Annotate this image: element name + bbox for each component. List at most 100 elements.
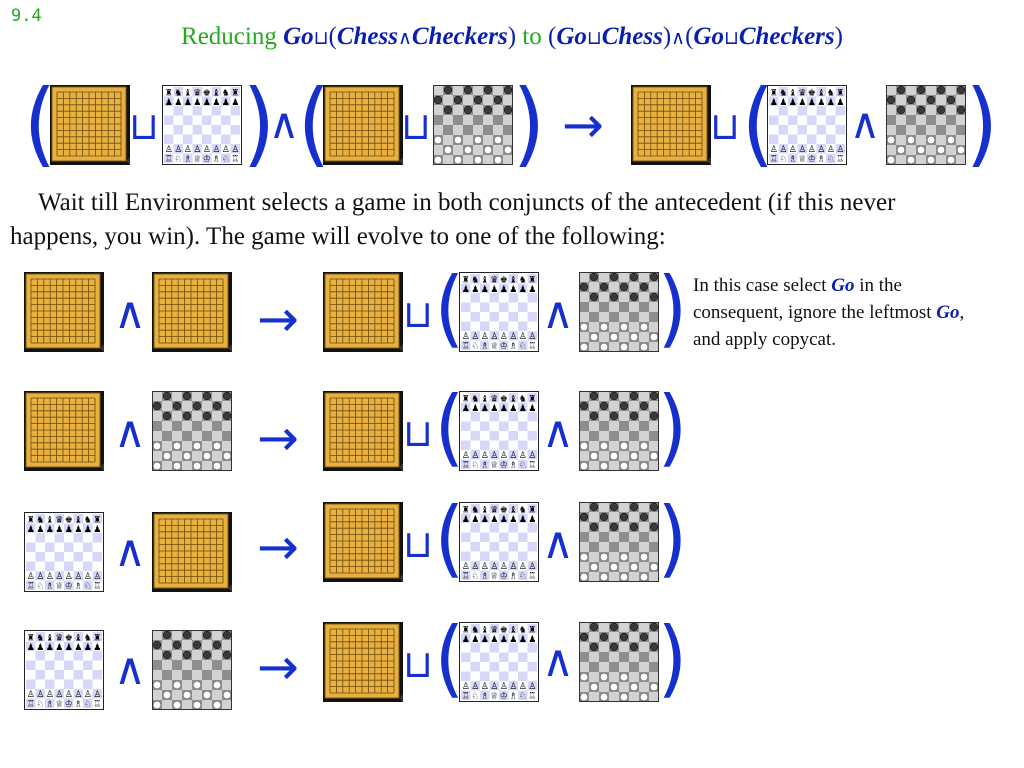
svg-text:♞: ♞ [779,89,787,99]
go-board-icon [323,85,403,165]
and-operator: ∧ [113,288,147,339]
svg-text:♖: ♖ [231,155,239,165]
svg-text:♙: ♙ [481,332,489,342]
svg-text:♙: ♙ [193,145,201,155]
title-open-paren: ( [547,23,557,50]
svg-text:♜: ♜ [462,276,470,286]
svg-text:♛: ♛ [798,89,806,99]
checkers-board-graphic [433,85,513,165]
svg-text:♟: ♟ [65,643,73,653]
svg-text:♖: ♖ [528,342,536,352]
go-board-graphic [152,272,232,352]
svg-text:♙: ♙ [836,145,844,155]
svg-text:♘: ♘ [84,700,92,710]
svg-text:♟: ♟ [27,525,35,535]
svg-text:♗: ♗ [817,155,825,165]
svg-text:♟: ♟ [770,98,778,108]
svg-text:♗: ♗ [481,461,489,471]
go-board-graphic [323,502,403,582]
svg-text:♙: ♙ [84,690,92,700]
svg-text:♖: ♖ [528,692,536,702]
svg-text:♕: ♕ [55,582,63,592]
svg-text:♙: ♙ [500,451,508,461]
svg-text:♟: ♟ [55,525,63,535]
svg-text:♖: ♖ [462,342,470,352]
svg-text:♜: ♜ [93,516,101,526]
svg-text:♙: ♙ [770,145,778,155]
svg-text:♙: ♙ [93,572,101,582]
svg-text:♙: ♙ [490,682,498,692]
svg-text:♙: ♙ [509,682,517,692]
svg-text:♛: ♛ [55,516,63,526]
svg-text:♗: ♗ [481,572,489,582]
go-board-icon [50,85,130,165]
svg-text:♜: ♜ [528,276,536,286]
instruction-paragraph: Wait till Environment selects a game in … [10,189,896,250]
svg-text:♝: ♝ [789,89,797,99]
svg-text:♘: ♘ [827,155,835,165]
svg-text:♚: ♚ [65,634,73,644]
title-close-paren: ) [834,23,843,50]
svg-text:♝: ♝ [817,89,825,99]
svg-text:♘: ♘ [174,155,182,165]
formula-close-paren: ) [965,70,999,177]
svg-text:♜: ♜ [462,626,470,636]
svg-text:♘: ♘ [519,342,527,352]
svg-text:♟: ♟ [500,515,508,525]
chess-board-icon: ♜♟♙♖♞♟♙♘♝♟♙♗♛♟♙♕♚♟♙♔♝♟♙♗♞♟♙♘♜♟♙♖ [459,272,539,352]
svg-text:♟: ♟ [836,98,844,108]
svg-text:♝: ♝ [184,89,192,99]
svg-text:♟: ♟ [490,404,498,414]
svg-text:♙: ♙ [798,145,806,155]
choice-operator: ⊔ [403,522,433,566]
and-operator: ∧ [113,407,147,458]
svg-text:♞: ♞ [471,626,479,636]
svg-text:♜: ♜ [462,506,470,516]
svg-text:♟: ♟ [84,643,92,653]
svg-text:♜: ♜ [528,506,536,516]
svg-text:♔: ♔ [65,700,73,710]
chess-board-graphic: ♜♟♙♖♞♟♙♘♝♟♙♗♛♟♙♕♚♟♙♔♝♟♙♗♞♟♙♘♜♟♙♖ [459,272,539,352]
and-operator: ∧ [541,407,575,458]
title-choice-operator: ⊔ [586,27,602,49]
svg-text:♟: ♟ [74,643,82,653]
svg-text:♟: ♟ [481,285,489,295]
svg-text:♔: ♔ [203,155,211,165]
title-text-reducing: Reducing [181,23,277,50]
go-board-icon [631,85,711,165]
note-text: , and apply copycat. [693,302,965,350]
svg-text:♗: ♗ [509,572,517,582]
svg-text:♔: ♔ [65,582,73,592]
chess-board-icon: ♜♟♙♖♞♟♙♘♝♟♙♗♛♟♙♕♚♟♙♔♝♟♙♗♞♟♙♘♜♟♙♖ [459,502,539,582]
svg-text:♔: ♔ [808,155,816,165]
svg-text:♙: ♙ [36,690,44,700]
svg-text:♟: ♟ [519,515,527,525]
svg-text:♕: ♕ [193,155,201,165]
svg-text:♝: ♝ [509,626,517,636]
svg-text:♝: ♝ [481,395,489,405]
svg-text:♘: ♘ [471,572,479,582]
svg-text:♟: ♟ [231,98,239,108]
svg-text:♙: ♙ [471,682,479,692]
svg-text:♙: ♙ [74,690,82,700]
svg-text:♟: ♟ [519,285,527,295]
svg-text:♙: ♙ [74,572,82,582]
svg-text:♘: ♘ [519,692,527,702]
choice-operator: ⊔ [129,104,159,148]
svg-text:♙: ♙ [65,690,73,700]
go-board-icon [152,272,232,352]
svg-text:♟: ♟ [528,285,536,295]
svg-text:♟: ♟ [481,515,489,525]
chess-board-graphic: ♜♟♙♖♞♟♙♘♝♟♙♗♛♟♙♕♚♟♙♔♝♟♙♗♞♟♙♘♜♟♙♖ [459,622,539,702]
svg-text:♜: ♜ [231,89,239,99]
title-checkers: Checkers [738,23,835,50]
svg-text:♙: ♙ [462,682,470,692]
svg-text:♔: ♔ [500,572,508,582]
checkers-board-icon [579,272,659,352]
svg-text:♙: ♙ [471,562,479,572]
svg-text:♙: ♙ [509,332,517,342]
svg-text:♙: ♙ [481,451,489,461]
svg-text:♙: ♙ [528,682,536,692]
formula-close-paren: ) [242,70,276,177]
arrow-operator: → [257,290,299,348]
